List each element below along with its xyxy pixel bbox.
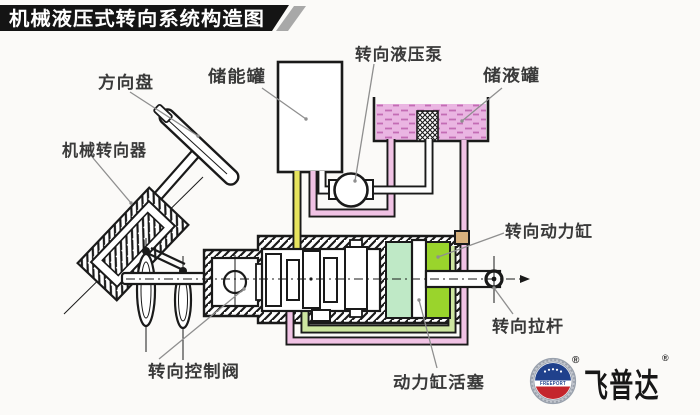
logo-badge-bands (535, 363, 571, 399)
logo-registered-mark-badge: ® (572, 355, 580, 366)
logo-red-band (535, 386, 571, 399)
leader-steering-gear (92, 157, 132, 204)
banner-accent-stripe (276, 6, 306, 31)
ball-joint-1 (142, 247, 150, 255)
label-reservoir: 储液罐 (483, 65, 540, 85)
cylinder-right-chamber-lower (425, 286, 451, 319)
label-tie-rod: 转向拉杆 (492, 316, 564, 336)
label-steering-wheel: 方向盘 (98, 72, 154, 92)
spool-land-2 (286, 259, 300, 301)
leader-piston (418, 299, 438, 369)
banner-background (0, 5, 289, 31)
leader-dot-8 (242, 287, 246, 291)
link-rod-1-inner (140, 261, 152, 319)
motion-arrow (520, 275, 530, 283)
power-cylinder (385, 230, 504, 320)
part-labels: 方向盘 机械转向器 储能罐 转向液压泵 储液罐 转向动力缸 转向拉杆 转向控制阀… (62, 44, 593, 392)
spool-land-1 (265, 253, 282, 307)
wheel-highlight (167, 119, 228, 175)
leader-tie-rod (493, 287, 514, 315)
logo-star-1 (543, 370, 547, 373)
leader-control-valve (158, 288, 245, 360)
valve-bottom-port (311, 309, 331, 322)
logo-star-2 (547, 368, 551, 371)
logo-registered-mark-zh: ® (662, 353, 669, 363)
label-control-valve: 转向控制阀 (148, 361, 240, 381)
reservoir-tank-body (372, 97, 490, 143)
leader-dot-3 (304, 117, 308, 121)
leader-dot-9 (417, 298, 421, 302)
leader-dot-4 (353, 179, 357, 183)
label-pump: 转向液压泵 (355, 44, 443, 64)
spool-land-4 (323, 257, 338, 303)
accumulator-tank-body (276, 60, 344, 174)
label-accumulator: 储能罐 (208, 66, 266, 86)
mechanical-steering-gearbox (76, 186, 190, 302)
leader-dot-5 (460, 119, 464, 123)
leader-dot-1 (196, 134, 200, 138)
cylinder-inlet-port (454, 230, 470, 245)
logo-blue-band (535, 363, 571, 381)
logo-brand-zh: 飞普达 (584, 367, 660, 404)
page-title: 机械液压式转向系统构造图 (9, 7, 265, 30)
logo-star-3 (551, 368, 555, 371)
pitman-link-a (146, 252, 182, 270)
leader-accumulator (261, 87, 307, 120)
label-piston: 动力缸活塞 (393, 372, 485, 392)
cylinder-left-chamber (385, 241, 413, 319)
spool-land-5 (344, 246, 368, 310)
brand-logo: FREEPORT ® 飞普达 ® (529, 353, 669, 405)
logo-star-4 (555, 368, 559, 371)
logo-star-5 (559, 370, 563, 373)
leader-reservoir (461, 87, 503, 122)
reservoir-filter (416, 110, 439, 142)
logo-brand-en: FREEPORT (540, 381, 566, 387)
control-valve-internals (210, 239, 382, 322)
leader-dot-7 (492, 286, 496, 290)
link-rod-1 (135, 252, 157, 328)
accumulator-reservoir-pipe (310, 139, 394, 216)
logo-badge-teeth (531, 359, 575, 403)
leader-power-cylinder (437, 232, 505, 258)
label-steering-gear: 机械转向器 (62, 140, 147, 160)
label-power-cylinder: 转向动力缸 (505, 221, 593, 241)
title-banner: 机械液压式转向系统构造图 (0, 5, 306, 31)
pump-body (333, 172, 369, 208)
hydraulic-pump (328, 172, 374, 208)
leader-dot-6 (436, 255, 440, 259)
leader-lines (92, 63, 514, 369)
steering-column-assembly (63, 103, 240, 360)
leader-pump (354, 63, 375, 182)
pitman-link-b (150, 247, 186, 265)
leader-dot-2 (129, 201, 133, 205)
leader-steering-wheel (129, 91, 199, 137)
